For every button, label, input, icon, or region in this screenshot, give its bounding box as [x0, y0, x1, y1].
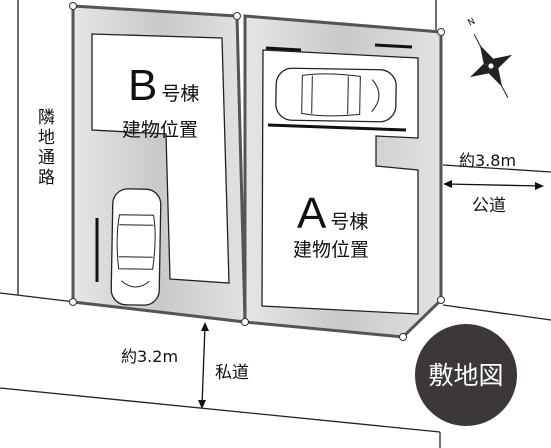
side-path-label: 隣地通路: [34, 108, 55, 188]
lot-a-letter: A: [297, 189, 327, 238]
lot-a-suffix: 号棟: [330, 211, 368, 233]
site-plan-badge: [415, 324, 517, 426]
lot-b-letter: B: [128, 61, 157, 110]
public-road-label: 公道: [472, 196, 506, 216]
private-road-dimension: [198, 322, 209, 409]
lot-b-building-footprint: [91, 33, 230, 284]
parking-bay-a: [265, 43, 413, 132]
compass-icon: [470, 33, 512, 99]
corner-markers: [69, 2, 445, 341]
public-road-width: 約3.8m: [459, 151, 516, 170]
lot-b-label: 建物位置: [122, 119, 198, 141]
private-road-label: 私道: [215, 363, 249, 383]
compass-north-label: N: [466, 17, 477, 29]
public-road-dimension: [443, 180, 544, 190]
car-b-icon: [110, 188, 162, 306]
badge-label: 敷地図: [428, 361, 503, 390]
lot-a-label: 建物位置: [293, 239, 369, 261]
private-road-width: 約3.2m: [121, 347, 178, 366]
car-a-icon: [275, 67, 397, 123]
lot-b-suffix: 号棟: [161, 83, 199, 105]
